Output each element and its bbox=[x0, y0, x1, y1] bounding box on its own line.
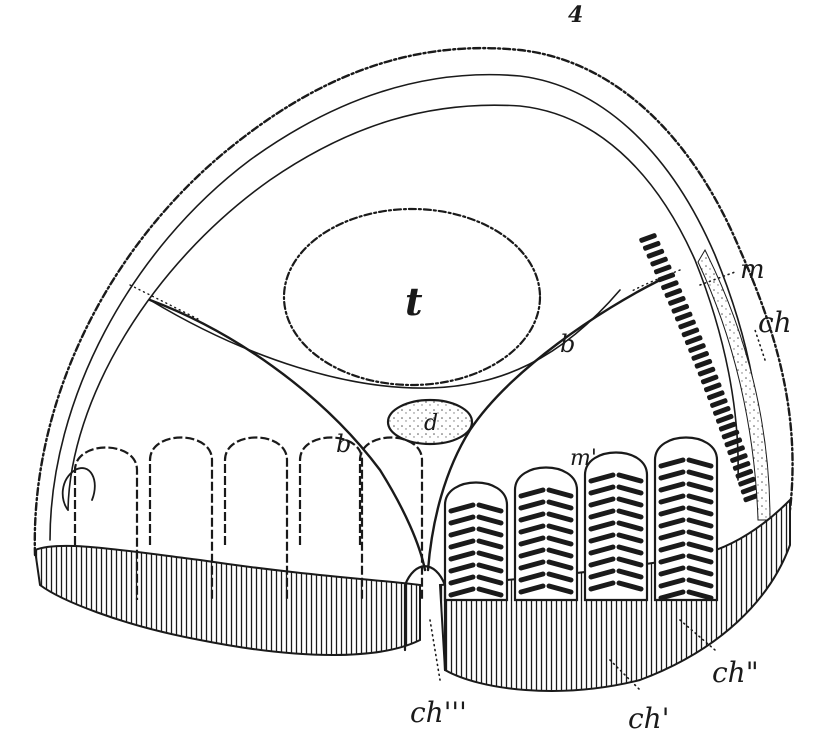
left-fold-2 bbox=[148, 436, 214, 600]
muscle-segment bbox=[653, 264, 672, 275]
muscle-segment bbox=[735, 468, 754, 479]
outer-wall-middle-line bbox=[49, 73, 762, 541]
central-notch bbox=[403, 565, 447, 672]
membrane-b-right bbox=[426, 278, 662, 572]
label-m-prime: m' bbox=[570, 446, 597, 471]
muscle-segment bbox=[684, 335, 703, 346]
leader-ch bbox=[754, 329, 766, 361]
label-ch: ch bbox=[758, 306, 792, 339]
label-ch-double: ch" bbox=[712, 656, 759, 689]
muscle-segment bbox=[713, 406, 731, 416]
muscle-segment bbox=[639, 233, 657, 243]
membrane-b-top bbox=[149, 289, 621, 389]
muscle-segment bbox=[718, 421, 737, 432]
leader-ch-triple bbox=[429, 619, 441, 681]
label-b-left: b bbox=[336, 430, 351, 458]
membrane-b-faint-right bbox=[629, 269, 681, 293]
outer-wall-outer-line bbox=[33, 46, 794, 557]
left-folds-group bbox=[73, 436, 424, 600]
muscle-segment bbox=[738, 476, 756, 487]
right-fold-3 bbox=[583, 451, 649, 602]
left-fold-3 bbox=[223, 436, 289, 600]
muscle-segment bbox=[646, 248, 665, 259]
muscle-band-m bbox=[639, 233, 761, 503]
leader-ch-prime bbox=[609, 659, 641, 691]
muscle-segment bbox=[721, 429, 740, 440]
muscle-segment bbox=[678, 319, 696, 330]
label-t: t bbox=[405, 279, 423, 324]
left-fold-1 bbox=[73, 446, 139, 600]
label-ch-triple: ch''' bbox=[410, 696, 467, 729]
muscle-segment bbox=[671, 303, 690, 314]
stippled-layer-ch bbox=[697, 248, 771, 521]
right-fold-4 bbox=[653, 436, 719, 602]
right-fold-1 bbox=[443, 481, 509, 602]
label-ch-prime: ch' bbox=[628, 702, 669, 735]
leader-m bbox=[699, 271, 736, 286]
muscle-segment bbox=[688, 343, 706, 353]
striated-layer-left bbox=[33, 544, 421, 656]
right-folds-group bbox=[443, 436, 719, 602]
muscle-segment bbox=[732, 461, 751, 471]
muscle-segment bbox=[642, 240, 661, 251]
muscle-segment bbox=[664, 288, 683, 298]
muscle-segment bbox=[715, 413, 734, 424]
membrane-b-left bbox=[148, 298, 427, 572]
muscle-segment bbox=[740, 484, 759, 495]
muscle-segment bbox=[710, 398, 728, 408]
muscle-segment bbox=[661, 280, 679, 291]
left-fold-5 bbox=[358, 436, 424, 600]
notochord-t bbox=[282, 207, 542, 387]
outer-wall-inner-line bbox=[67, 104, 739, 511]
muscle-segment bbox=[724, 437, 743, 448]
muscle-segment bbox=[657, 272, 676, 283]
membrane-b-faint-left bbox=[129, 284, 201, 321]
muscle-segment bbox=[650, 256, 668, 267]
muscle-segment bbox=[704, 382, 722, 393]
muscle-segment bbox=[668, 296, 686, 306]
right-fold-2 bbox=[513, 466, 579, 602]
label-m: m bbox=[740, 255, 765, 285]
figure-number: 4 bbox=[568, 2, 583, 28]
muscle-segment bbox=[691, 351, 709, 361]
muscle-segment bbox=[697, 366, 716, 377]
label-b-right: b bbox=[560, 330, 575, 358]
muscle-segment bbox=[727, 445, 745, 456]
vessel-d bbox=[386, 398, 474, 446]
muscle-segment bbox=[681, 327, 700, 338]
label-d: d bbox=[424, 411, 438, 436]
muscle-segment bbox=[730, 453, 748, 463]
muscle-segment bbox=[694, 358, 713, 369]
muscle-segment bbox=[707, 390, 725, 401]
left-fold-4 bbox=[298, 436, 364, 600]
muscle-segment bbox=[700, 374, 719, 385]
muscle-segment bbox=[674, 311, 693, 322]
